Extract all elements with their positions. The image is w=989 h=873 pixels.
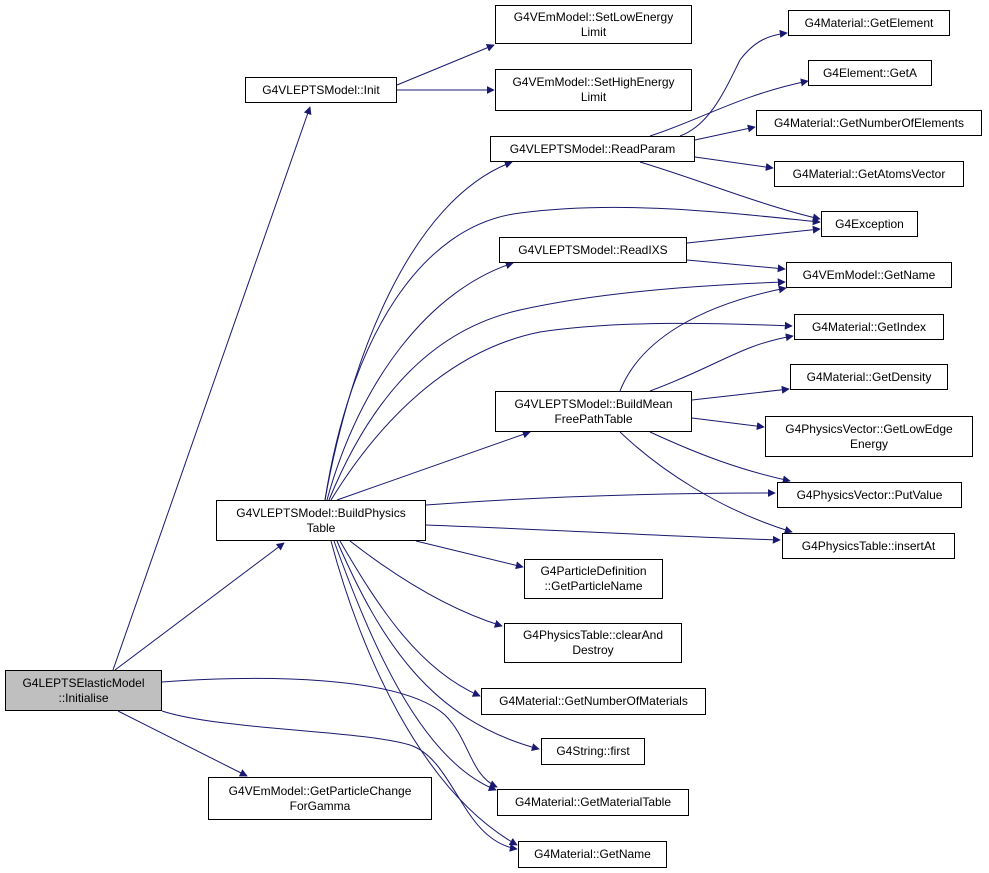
node-get-index[interactable]: G4Material::GetIndex xyxy=(794,314,944,340)
node-get-particle-change-for-gamma[interactable]: G4VEmModel::GetParticleChange ForGamma xyxy=(208,777,432,820)
node-read-param[interactable]: G4VLEPTSModel::ReadParam xyxy=(490,136,695,162)
edge-mfp-put-value xyxy=(649,431,791,484)
edge-read-param-get-a xyxy=(649,78,809,137)
edge-build-particle-name xyxy=(415,540,524,570)
node-get-low-edge-energy[interactable]: G4PhysicsVector::GetLowEdge Energy xyxy=(765,416,973,457)
node-set-low-energy-limit[interactable]: G4VEmModel::SetLowEnergy Limit xyxy=(495,5,692,44)
edge-read-param-num-elements xyxy=(694,124,756,141)
node-mat-get-name[interactable]: G4Material::GetName xyxy=(518,841,667,868)
edge-build-material-table xyxy=(333,540,497,792)
node-insert-at[interactable]: G4PhysicsTable::insertAt xyxy=(782,533,955,559)
edge-build-clear-destroy xyxy=(349,540,503,628)
node-put-value[interactable]: G4PhysicsVector::PutValue xyxy=(777,482,962,508)
edge-mfp-get-index xyxy=(649,333,794,392)
edge-read-param-exception xyxy=(639,161,821,222)
node-get-number-of-materials[interactable]: G4Material::GetNumberOfMaterials xyxy=(481,688,706,715)
edge-build-num-materials xyxy=(339,540,481,697)
edge-build-get-index xyxy=(330,321,793,501)
edge-build-read-ixs xyxy=(326,261,514,501)
edge-build-string-first xyxy=(336,540,540,752)
node-read-ixs[interactable]: G4VLEPTSModel::ReadIXS xyxy=(499,237,687,263)
edge-initialise-material-table xyxy=(161,677,498,788)
edge-build-mat-get-name xyxy=(330,540,518,846)
edge-build-exception xyxy=(324,206,821,501)
node-string-first[interactable]: G4String::first xyxy=(541,738,645,765)
edge-initialise-init xyxy=(112,106,312,671)
edge-mfp-em-get-name xyxy=(619,285,787,392)
edge-mfp-insert-at xyxy=(619,431,793,534)
node-build-physics-table[interactable]: G4VLEPTSModel::BuildPhysics Table xyxy=(216,500,426,541)
edge-read-param-get-element xyxy=(679,29,788,137)
edge-build-em-get-name xyxy=(328,278,786,501)
node-get-density[interactable]: G4Material::GetDensity xyxy=(790,364,948,390)
node-set-high-energy-limit[interactable]: G4VEmModel::SetHighEnergy Limit xyxy=(495,69,692,111)
edge-build-read-param xyxy=(324,160,513,501)
edge-read-ixs-em-get-name xyxy=(686,259,786,273)
node-get-material-table[interactable]: G4Material::GetMaterialTable xyxy=(497,789,689,816)
node-get-number-of-elements[interactable]: G4Material::GetNumberOfElements xyxy=(756,110,982,136)
edge-init-set-low xyxy=(396,44,495,86)
node-build-mean-free-path-table[interactable]: G4VLEPTSModel::BuildMean FreePathTable xyxy=(495,391,692,432)
edge-build-insert-at xyxy=(425,524,781,544)
node-initialise[interactable]: G4LEPTSElasticModel ::Initialise xyxy=(5,670,162,711)
node-g4exception[interactable]: G4Exception xyxy=(821,211,918,237)
node-get-particle-name[interactable]: G4ParticleDefinition ::GetParticleName xyxy=(524,559,663,599)
edge-initialise-mat-get-name xyxy=(161,710,518,852)
node-get-atoms-vector[interactable]: G4Material::GetAtomsVector xyxy=(774,161,964,187)
node-get-element[interactable]: G4Material::GetElement xyxy=(788,10,950,36)
node-em-get-name[interactable]: G4VEmModel::GetName xyxy=(786,262,952,288)
edge-initialise-particle-change xyxy=(117,710,248,777)
edge-mfp-get-density xyxy=(691,385,790,401)
edge-mfp-low-edge xyxy=(691,417,765,431)
node-init[interactable]: G4VLEPTSModel::Init xyxy=(245,77,397,103)
edge-read-param-atoms-vector xyxy=(694,156,774,171)
edge-initialise-build-physics xyxy=(114,542,285,671)
edge-build-put-value xyxy=(425,489,776,506)
edge-build-build-mfp xyxy=(336,430,531,501)
node-get-a[interactable]: G4Element::GetA xyxy=(808,60,932,86)
edge-read-ixs-exception xyxy=(686,225,821,244)
node-clear-and-destroy[interactable]: G4PhysicsTable::clearAnd Destroy xyxy=(504,623,682,663)
